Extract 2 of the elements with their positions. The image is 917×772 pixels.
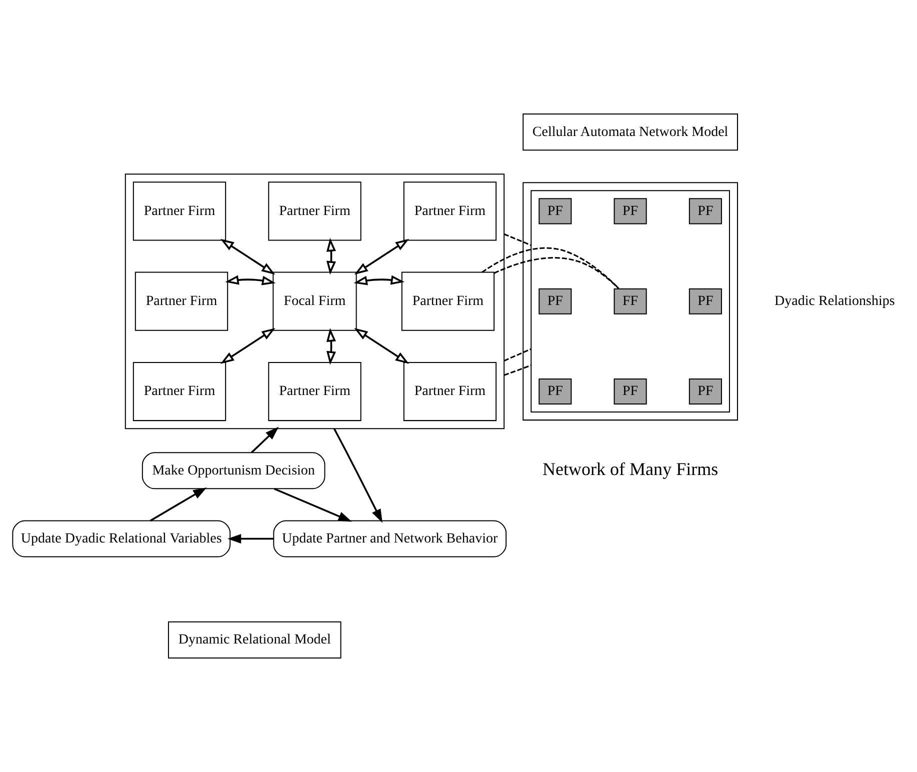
label: Network of Many Firms [542,459,718,480]
legend-label: Dyadic Relationships [774,294,895,310]
